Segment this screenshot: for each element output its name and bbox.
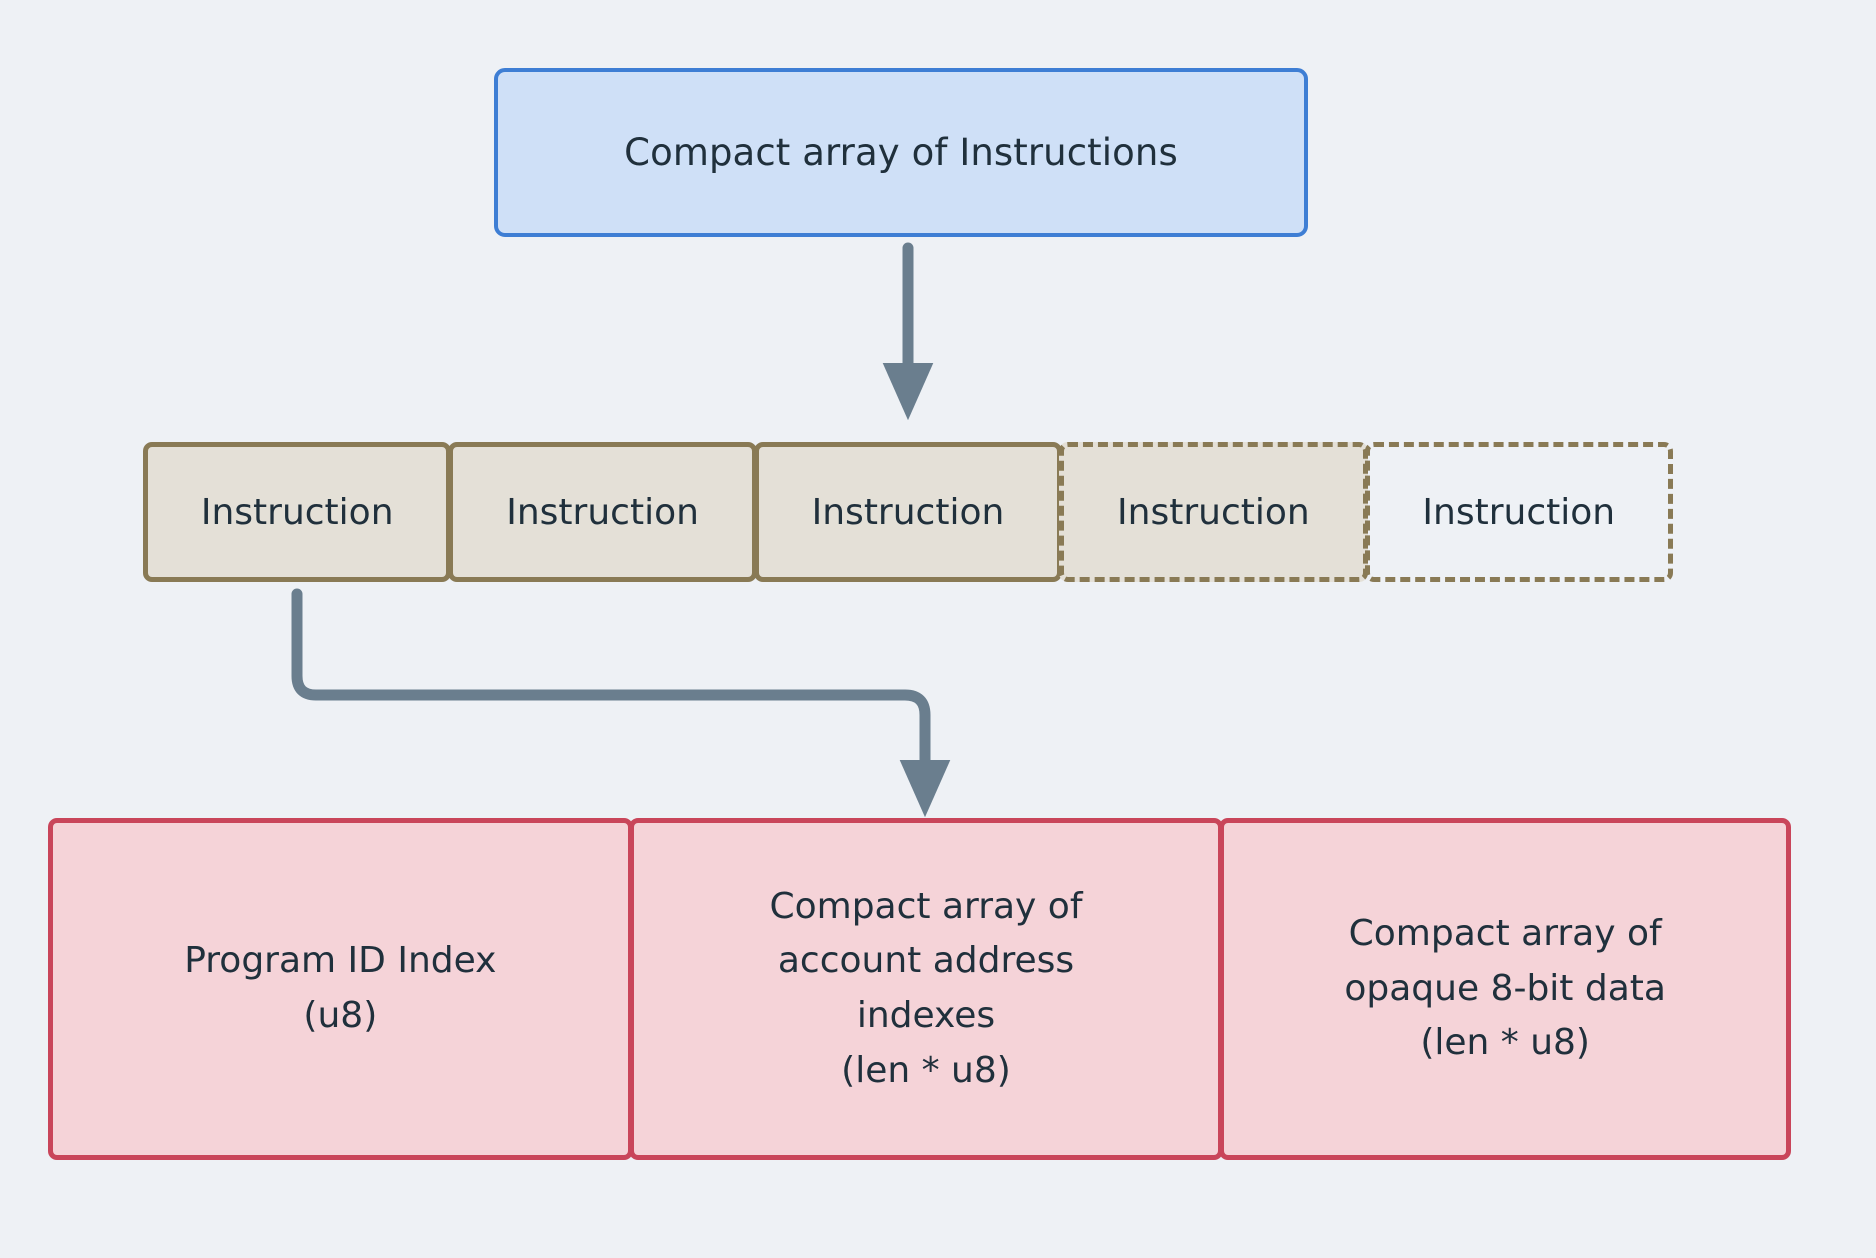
account-address-indexes-line-4: (len * u8)	[841, 1049, 1011, 1091]
instruction-cell-1-label: Instruction	[200, 491, 394, 533]
instruction-cell-2-label: Instruction	[506, 491, 699, 533]
program-id-index-line-1: Program ID Index	[184, 940, 497, 982]
instruction-cell-3-label: Instruction	[811, 491, 1005, 533]
opaque-data-field[interactable]: Compact array of opaque 8-bit data (len …	[1219, 818, 1791, 1160]
instruction-strip: Instruction Instruction Instruction Inst…	[143, 442, 1685, 582]
instruction-cell-1[interactable]: Instruction	[143, 442, 452, 582]
account-address-indexes-line-1: Compact array of	[769, 885, 1083, 927]
account-address-indexes-line-2: account address	[777, 940, 1075, 982]
account-address-indexes-line-3: indexes	[856, 995, 996, 1036]
opaque-data-line-3: (len * u8)	[1420, 1022, 1590, 1064]
compact-array-of-instructions-node[interactable]: Compact array of Instructions	[494, 68, 1308, 237]
compact-array-of-instructions-label: Compact array of Instructions	[624, 131, 1178, 174]
instruction-to-fields-arrow	[291, 588, 951, 818]
instruction-cell-4-label: Instruction	[1117, 491, 1310, 533]
instruction-cell-5-label: Instruction	[1422, 491, 1616, 533]
instruction-cell-2[interactable]: Instruction	[448, 442, 757, 582]
instruction-cell-3[interactable]: Instruction	[753, 442, 1063, 582]
instruction-cell-5[interactable]: Instruction	[1364, 442, 1673, 582]
instruction-cell-4[interactable]: Instruction	[1059, 442, 1368, 582]
opaque-data-line-1: Compact array of	[1348, 912, 1662, 954]
opaque-data-line-2: opaque 8-bit data	[1344, 967, 1666, 1009]
program-id-index-line-2: (u8)	[303, 995, 378, 1036]
program-id-index-field[interactable]: Program ID Index (u8)	[48, 818, 633, 1160]
instruction-fields-strip: Program ID Index (u8) Compact array of a…	[48, 818, 1791, 1160]
account-address-indexes-field[interactable]: Compact array of account address indexes…	[628, 818, 1224, 1160]
